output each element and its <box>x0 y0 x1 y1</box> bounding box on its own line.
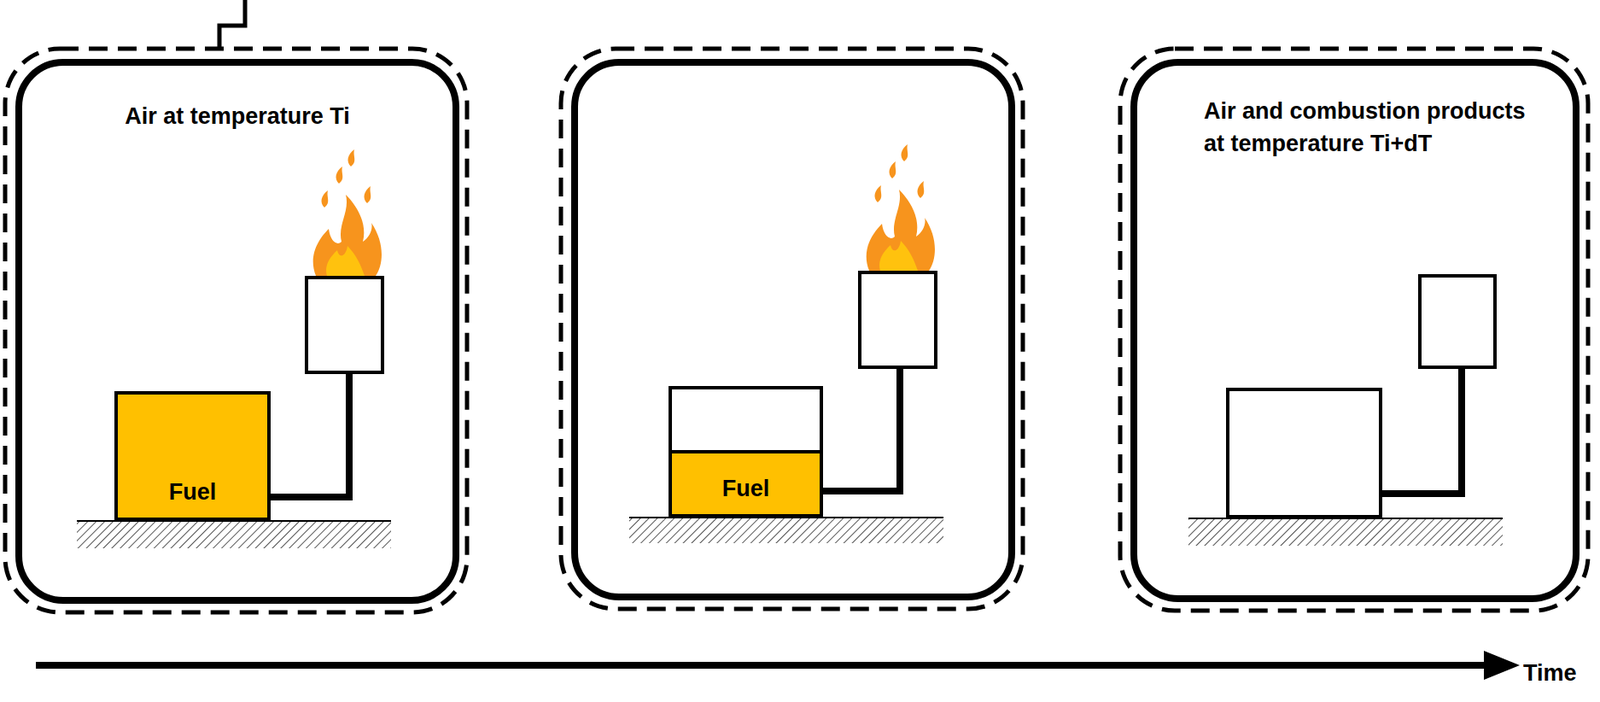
panel-heading: Air at temperature Ti <box>124 100 351 134</box>
system-panel: Air at temperature Ti Fuel <box>15 58 460 604</box>
axis-label: Time <box>1523 659 1577 687</box>
fuel-tank: Fuel <box>114 391 271 521</box>
fuel-label: Fuel <box>169 476 217 509</box>
system-panel: Air and combustion products at temperatu… <box>1130 58 1580 602</box>
panel-heading: Air and combustion products at temperatu… <box>1203 95 1533 161</box>
fuel-tank <box>1226 387 1383 519</box>
fuel-tank: Fuel <box>668 385 824 518</box>
system-panel: Fuel <box>571 58 1016 601</box>
fuel-label: Fuel <box>722 472 771 506</box>
